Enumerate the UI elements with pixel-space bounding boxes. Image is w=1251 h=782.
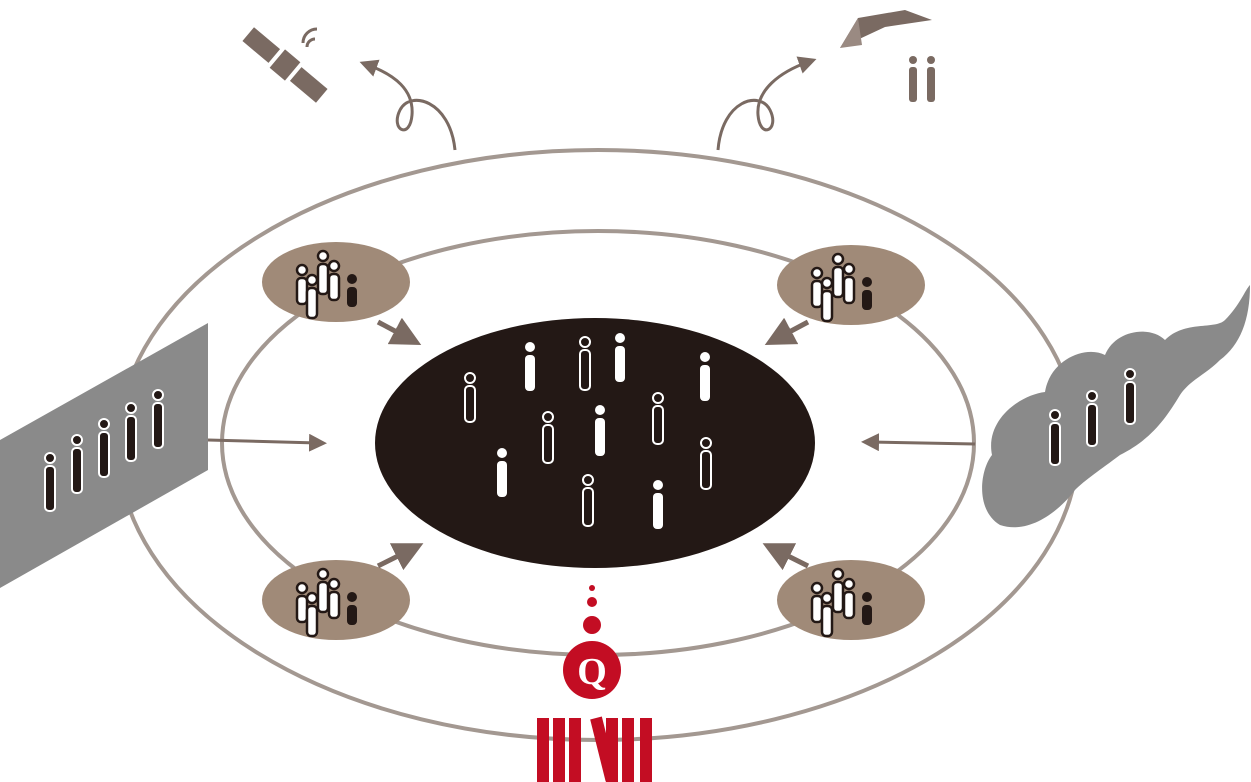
person-icon xyxy=(44,452,56,512)
book-icon xyxy=(840,10,932,48)
person-icon xyxy=(497,448,507,497)
dot-small xyxy=(589,585,595,591)
person-icon xyxy=(464,372,476,423)
person-icon xyxy=(125,402,137,462)
person-icon xyxy=(579,336,591,391)
person-icon xyxy=(842,262,856,305)
person-icon xyxy=(820,591,834,638)
person-icon xyxy=(347,274,357,307)
person-icon xyxy=(653,480,663,529)
person-icon xyxy=(842,577,856,620)
arrow-left xyxy=(207,433,327,452)
right-cloud xyxy=(982,285,1250,528)
person-icon xyxy=(582,474,594,527)
person-icon xyxy=(1086,390,1098,447)
person-icon xyxy=(810,581,824,624)
person-icon xyxy=(1124,368,1136,425)
person-icon xyxy=(98,418,110,478)
curve-arrow-right xyxy=(716,56,817,151)
students-icon xyxy=(909,56,935,102)
person-icon xyxy=(71,434,83,494)
person-icon xyxy=(542,411,554,464)
person-icon xyxy=(295,263,309,306)
arrow-bottom-left xyxy=(376,543,424,571)
arrow-right xyxy=(861,433,976,452)
person-icon xyxy=(525,342,535,391)
curve-arrow-left xyxy=(359,59,457,151)
person-icon xyxy=(810,266,824,309)
person-icon xyxy=(1049,409,1061,466)
person-icon xyxy=(305,591,319,638)
q-logo-icon: Q xyxy=(563,585,621,699)
person-icon xyxy=(595,405,605,456)
barcode-icon xyxy=(537,716,652,782)
q-logo-circle xyxy=(563,641,621,699)
arrow-top-right xyxy=(764,317,810,346)
person-icon xyxy=(316,567,330,614)
person-icon xyxy=(152,389,164,449)
satellite-icon xyxy=(242,27,328,103)
person-icon xyxy=(862,592,872,625)
dot-medium xyxy=(587,597,597,607)
person-icon xyxy=(820,276,834,323)
arrow-bottom-right xyxy=(762,543,810,571)
person-icon xyxy=(295,581,309,624)
people xyxy=(44,249,1136,638)
person-icon xyxy=(316,249,330,296)
person-icon xyxy=(831,567,845,614)
person-icon xyxy=(652,392,664,445)
arrow-top-left xyxy=(376,317,422,346)
person-icon xyxy=(305,273,319,320)
person-icon xyxy=(700,437,712,490)
person-icon xyxy=(327,577,341,620)
person-icon xyxy=(700,352,710,401)
person-icon xyxy=(327,259,341,302)
person-icon xyxy=(615,333,625,382)
q-logo-letter: Q xyxy=(577,651,607,693)
dot-large xyxy=(583,616,601,634)
arrows xyxy=(207,56,976,571)
person-icon xyxy=(347,592,357,625)
person-icon xyxy=(862,277,872,310)
person-icon xyxy=(831,252,845,299)
